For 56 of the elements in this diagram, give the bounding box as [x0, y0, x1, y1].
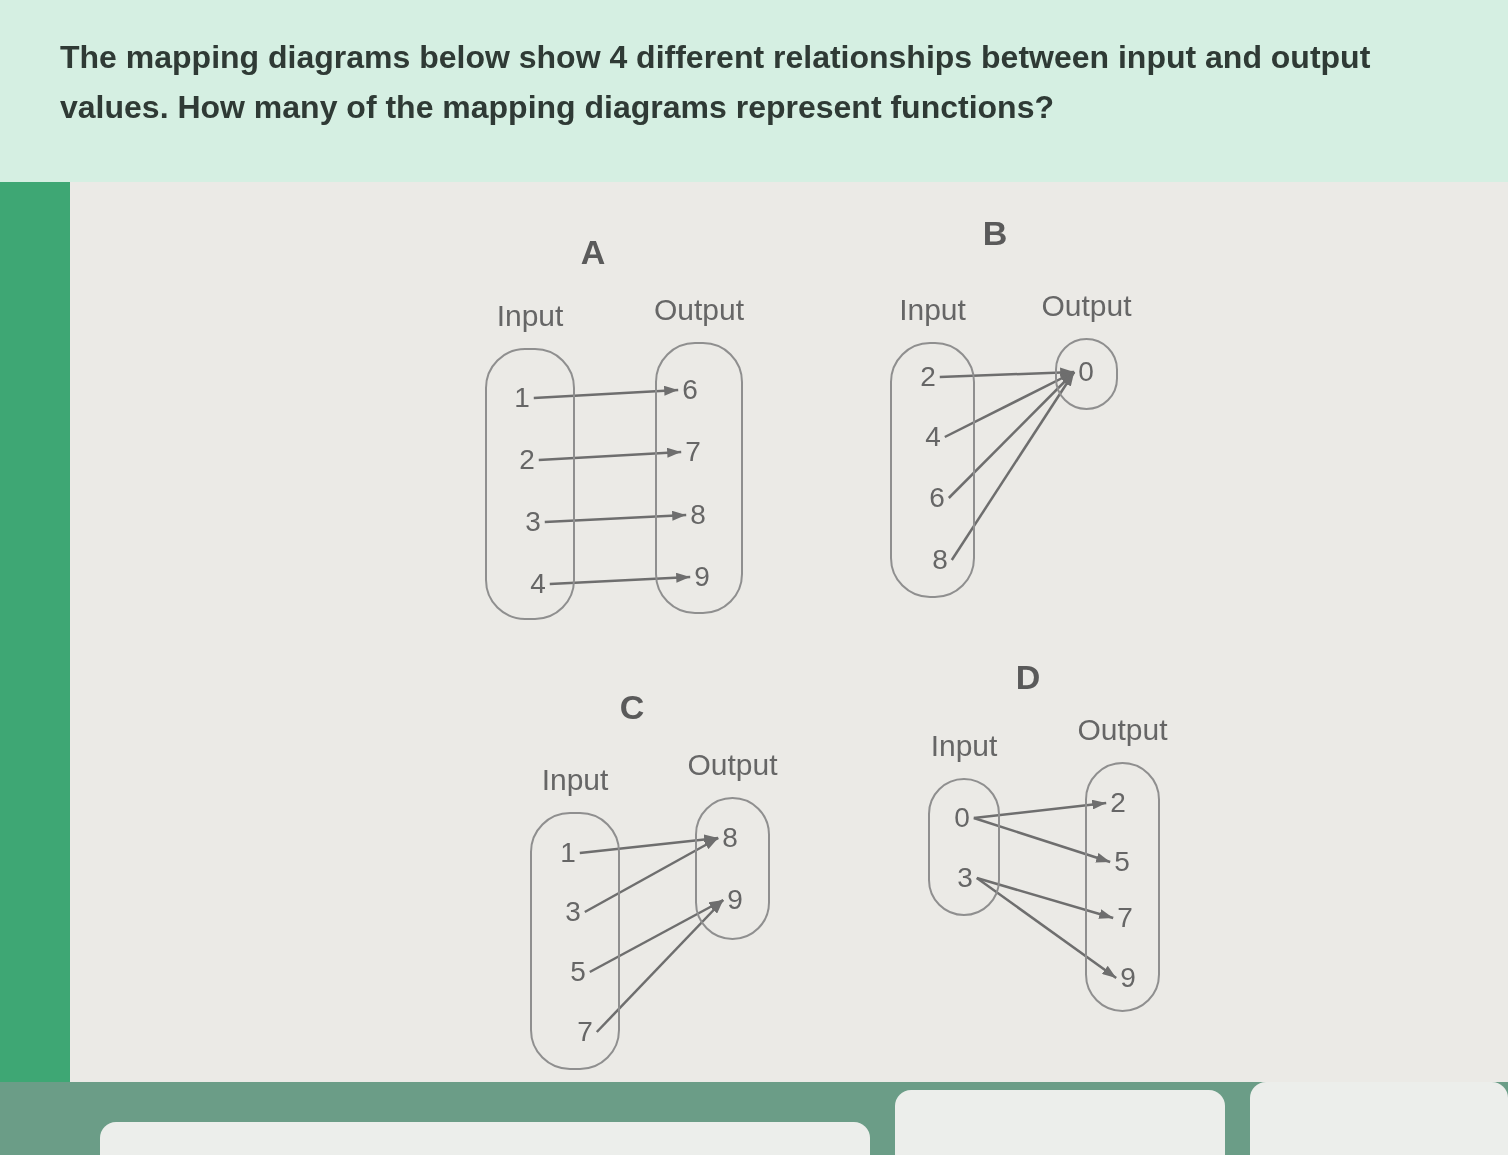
diagram-letter: A [580, 235, 606, 269]
value-label: 9 [1117, 964, 1139, 992]
value-label: 1 [557, 839, 579, 867]
value-label: 7 [682, 438, 704, 466]
diagram-letter: B [982, 216, 1008, 250]
column-heading: Output [687, 747, 778, 783]
diagram-letter: C [619, 690, 645, 724]
mapping-arrow [950, 371, 1076, 561]
value-label: 5 [567, 958, 589, 986]
answer-card [100, 1122, 870, 1155]
value-label: 6 [679, 376, 701, 404]
value-label: 6 [926, 484, 948, 512]
value-label: 9 [724, 886, 746, 914]
mapping-arrow [538, 447, 682, 462]
value-label: 4 [527, 570, 549, 598]
value-label: 2 [516, 446, 538, 474]
mapping-arrow [976, 876, 1114, 920]
value-label: 8 [929, 546, 951, 574]
mapping-arrow [947, 371, 1076, 499]
column-heading: Output [1077, 712, 1168, 748]
value-label: 9 [691, 563, 713, 591]
mapping-arrow [579, 834, 719, 855]
mapping-arrow [973, 816, 1111, 864]
value-label: 8 [687, 501, 709, 529]
answer-card [1250, 1082, 1508, 1155]
value-label: 1 [511, 384, 533, 412]
value-label: 0 [951, 804, 973, 832]
value-label: 3 [522, 508, 544, 536]
mapping-arrow [976, 877, 1117, 979]
mapping-arrow [584, 836, 719, 914]
column-heading: Output [1041, 288, 1132, 324]
column-heading: Input [899, 292, 966, 328]
value-label: 0 [1075, 358, 1097, 386]
mapping-arrow [533, 385, 679, 400]
mapping-arrow [973, 799, 1107, 820]
mapping-arrow [595, 899, 725, 1033]
column-heading: Input [930, 728, 998, 764]
mapping-arrow [549, 572, 691, 586]
column-heading: Input [496, 298, 564, 334]
value-label: 8 [719, 824, 741, 852]
mapping-arrow [939, 367, 1075, 379]
diagram-letter: D [1015, 660, 1041, 694]
mapping-arrow [589, 898, 724, 974]
column-heading: Input [541, 762, 609, 798]
column-heading: Output [653, 292, 745, 328]
answer-card [895, 1090, 1225, 1155]
value-label: 2 [1107, 789, 1129, 817]
value-label: 3 [954, 864, 976, 892]
mapping-arrow [544, 510, 687, 524]
question-text: The mapping diagrams below show 4 different relationships between input and output values. How many of the mapping diagrams represent functions? [60, 38, 1372, 127]
value-label: 7 [574, 1018, 596, 1046]
value-label: 2 [917, 363, 939, 391]
value-label: 7 [1114, 904, 1136, 932]
value-label: 4 [922, 423, 944, 451]
value-label: 5 [1111, 848, 1133, 876]
value-label: 3 [562, 898, 584, 926]
